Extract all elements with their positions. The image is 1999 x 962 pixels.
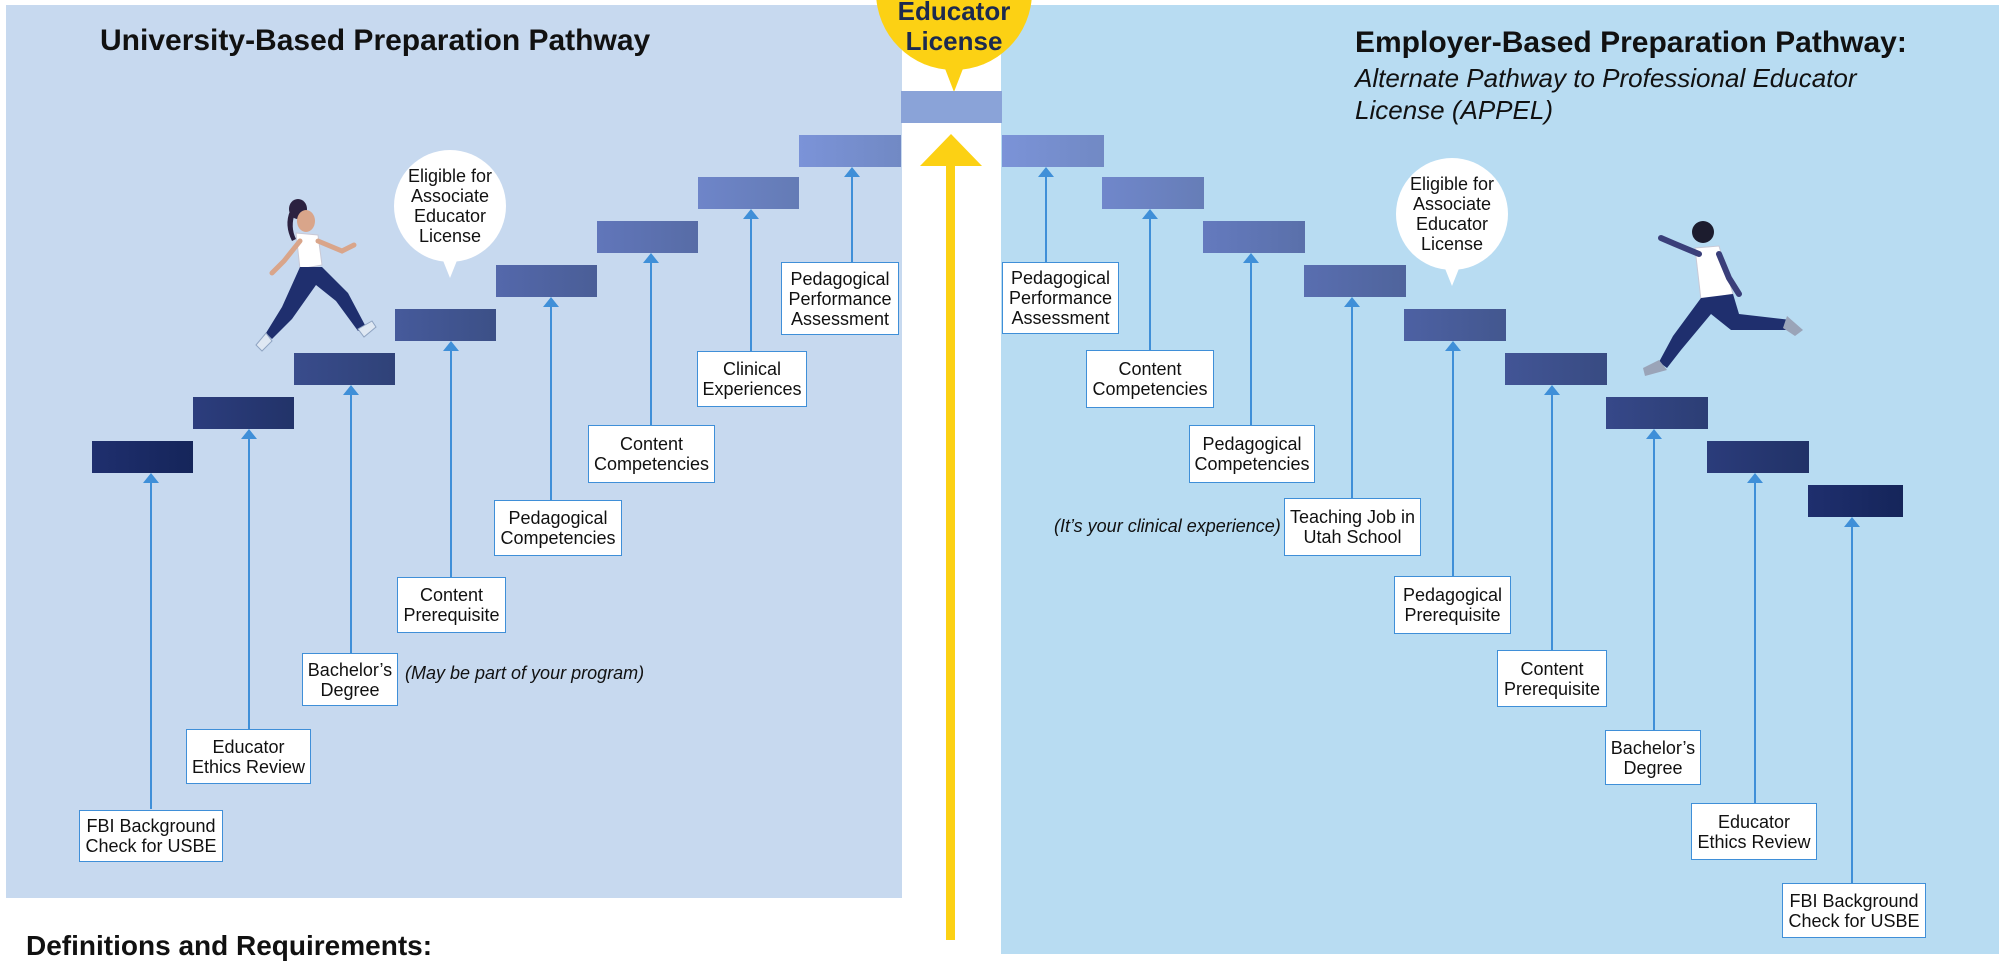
left-step-label: Content Prerequisite — [397, 577, 506, 633]
arrow-up-icon — [1038, 167, 1054, 177]
arrow-up-icon — [1747, 473, 1763, 483]
right-step-label: Pedagogical Performance Assessment — [1002, 262, 1119, 334]
right-step — [1102, 177, 1204, 209]
left-eligibility-bubble: Eligible for Associate Educator License — [394, 150, 506, 262]
left-connector — [851, 175, 853, 262]
right-connector — [1045, 175, 1047, 262]
top-step — [901, 91, 1002, 123]
arrow-up-icon — [743, 209, 759, 219]
yellow-arrow-shaft — [946, 162, 955, 940]
arrow-up-icon — [443, 341, 459, 351]
left-connector — [750, 217, 752, 351]
right-step — [1707, 441, 1809, 473]
arrow-up-icon — [643, 253, 659, 263]
left-step-label: Clinical Experiences — [697, 351, 807, 407]
left-step — [698, 177, 799, 209]
left-step-label: Pedagogical Performance Assessment — [781, 262, 899, 335]
right-step-label: Teaching Job in Utah School — [1284, 498, 1421, 556]
right-bubble-pointer — [1444, 266, 1460, 286]
left-connector — [248, 437, 250, 729]
running-man-illustration — [1643, 221, 1803, 376]
left-connector — [150, 481, 152, 809]
yellow-arrow-head-icon — [920, 134, 982, 166]
left-step — [92, 441, 193, 473]
arrow-up-icon — [343, 385, 359, 395]
arrow-up-icon — [143, 473, 159, 483]
left-connector — [550, 305, 552, 500]
educator-license-label: Educator License — [897, 0, 1011, 56]
right-eligibility-bubble: Eligible for Associate Educator License — [1396, 158, 1508, 270]
right-connector — [1754, 481, 1756, 803]
left-step — [799, 135, 901, 167]
right-step-label: Bachelor’s Degree — [1605, 730, 1701, 785]
left-step — [597, 221, 698, 253]
left-bubble-pointer — [442, 258, 458, 278]
left-step — [294, 353, 395, 385]
right-step-label: Pedagogical Prerequisite — [1394, 576, 1511, 634]
right-step-label: Content Prerequisite — [1497, 650, 1607, 707]
left-step — [395, 309, 496, 341]
arrow-up-icon — [1844, 517, 1860, 527]
definitions-heading: Definitions and Requirements: — [26, 930, 433, 961]
left-connector — [450, 349, 452, 577]
left-connector — [350, 393, 352, 653]
employer-pathway-panel — [1001, 5, 1999, 954]
left-step-label: Bachelor’s Degree — [302, 653, 398, 706]
arrow-up-icon — [241, 429, 257, 439]
left-degree-note: (May be part of your program) — [405, 663, 645, 683]
arrow-up-icon — [1646, 429, 1662, 439]
left-step-label: Content Competencies — [588, 425, 715, 483]
right-connector — [1149, 217, 1151, 350]
right-step-label: FBI Background Check for USBE — [1782, 883, 1926, 938]
right-step — [1808, 485, 1903, 517]
right-step — [1002, 135, 1104, 167]
left-step-label: FBI Background Check for USBE — [79, 810, 223, 862]
arrow-up-icon — [1445, 341, 1461, 351]
right-step — [1606, 397, 1708, 429]
arrow-up-icon — [1243, 253, 1259, 263]
right-connector — [1851, 525, 1853, 883]
left-step-label: Educator Ethics Review — [186, 729, 311, 784]
right-connector — [1551, 393, 1553, 650]
appel-subtitle: Alternate Pathway to Professional Educat… — [1355, 63, 1857, 125]
arrow-up-icon — [1142, 209, 1158, 219]
right-connector — [1351, 305, 1353, 498]
arrow-up-icon — [1544, 385, 1560, 395]
employer-pathway-title: Employer-Based Preparation Pathway: — [1355, 26, 1907, 59]
right-step — [1404, 309, 1506, 341]
right-step — [1505, 353, 1607, 385]
right-step-label: Pedagogical Competencies — [1189, 425, 1315, 483]
right-step — [1203, 221, 1305, 253]
license-badge-pointer — [944, 66, 964, 92]
arrow-up-icon — [543, 297, 559, 307]
arrow-up-icon — [844, 167, 860, 177]
left-step-label: Pedagogical Competencies — [494, 500, 622, 556]
right-step-label: Educator Ethics Review — [1691, 803, 1817, 860]
right-connector — [1250, 261, 1252, 425]
right-clinical-note: (It’s your clinical experience) — [1054, 516, 1281, 536]
running-woman-illustration — [255, 199, 377, 352]
right-step-label: Content Competencies — [1086, 350, 1214, 408]
right-connector — [1653, 437, 1655, 730]
right-step — [1304, 265, 1406, 297]
arrow-up-icon — [1344, 297, 1360, 307]
left-connector — [650, 261, 652, 425]
university-pathway-title: University-Based Preparation Pathway — [100, 24, 651, 57]
left-step — [496, 265, 597, 297]
educator-license-badge: Educator License — [876, 0, 1032, 70]
right-connector — [1452, 349, 1454, 576]
left-step — [193, 397, 294, 429]
